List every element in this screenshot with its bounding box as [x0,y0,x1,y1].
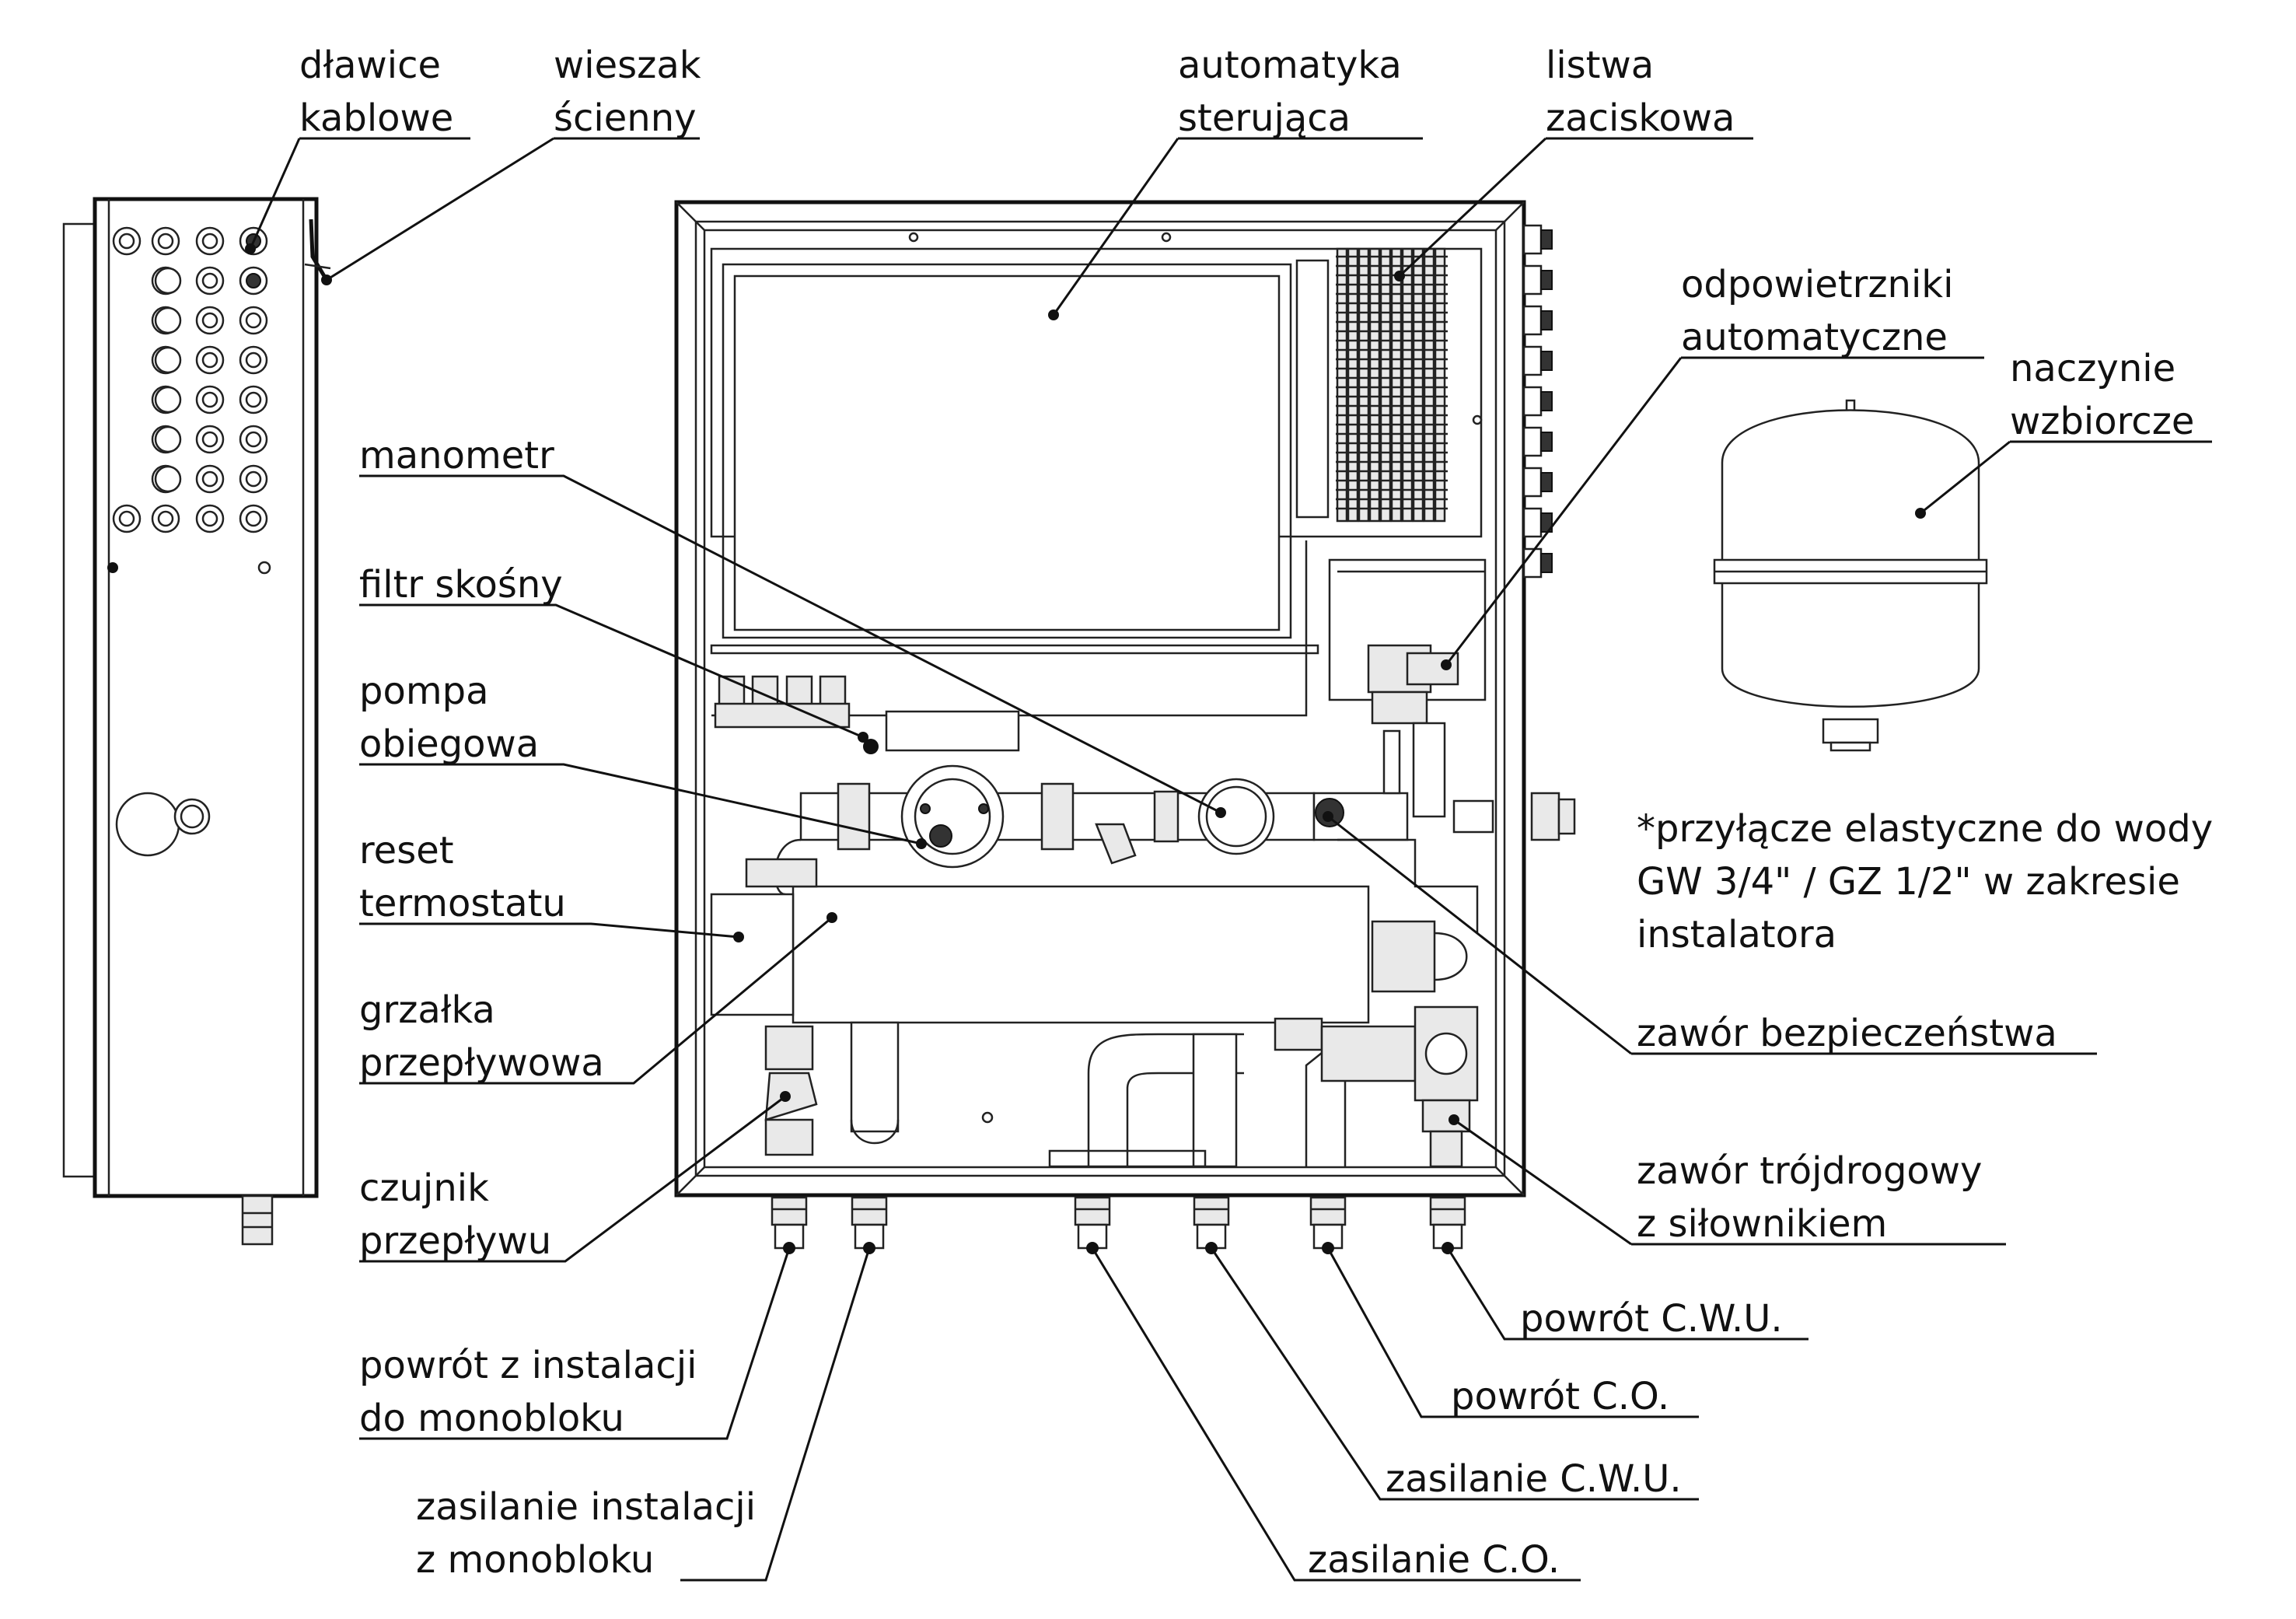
air-vent-column [1412,722,1446,818]
pump-motor-housing [885,710,1020,752]
wall-hanger [309,219,329,281]
label-dhw-return: powrót C.W.U. [1520,1297,1783,1341]
flow-heater [792,885,1370,1024]
bottom-connections [771,1196,1466,1254]
label-dhw-supply: zasilanie C.W.U. [1386,1457,1682,1501]
side-view [62,197,331,1246]
leader-lines [245,137,2212,1582]
label-strainer: filtr skośny [359,563,563,607]
cable-glands [112,226,268,533]
right-side-glands [1522,224,1553,579]
thermostat-reset-box [710,893,795,1016]
expansion-vessel [1713,399,1988,752]
front-view [674,200,1576,1254]
control-automation-box [733,274,1281,631]
label-ch-supply: zasilanie C.O. [1308,1538,1560,1582]
y-strainer [1095,823,1137,865]
three-way-valve-actuator [1320,1025,1417,1082]
label-ch-return: powrót C.O. [1451,1375,1669,1418]
label-safety-valve: zawór bezpieczeństwa [1637,1012,2057,1055]
label-manometer: manometr [359,434,554,477]
terminal-strip [1336,247,1448,523]
flow-sensor [764,1072,818,1121]
side-round-window [115,792,180,857]
